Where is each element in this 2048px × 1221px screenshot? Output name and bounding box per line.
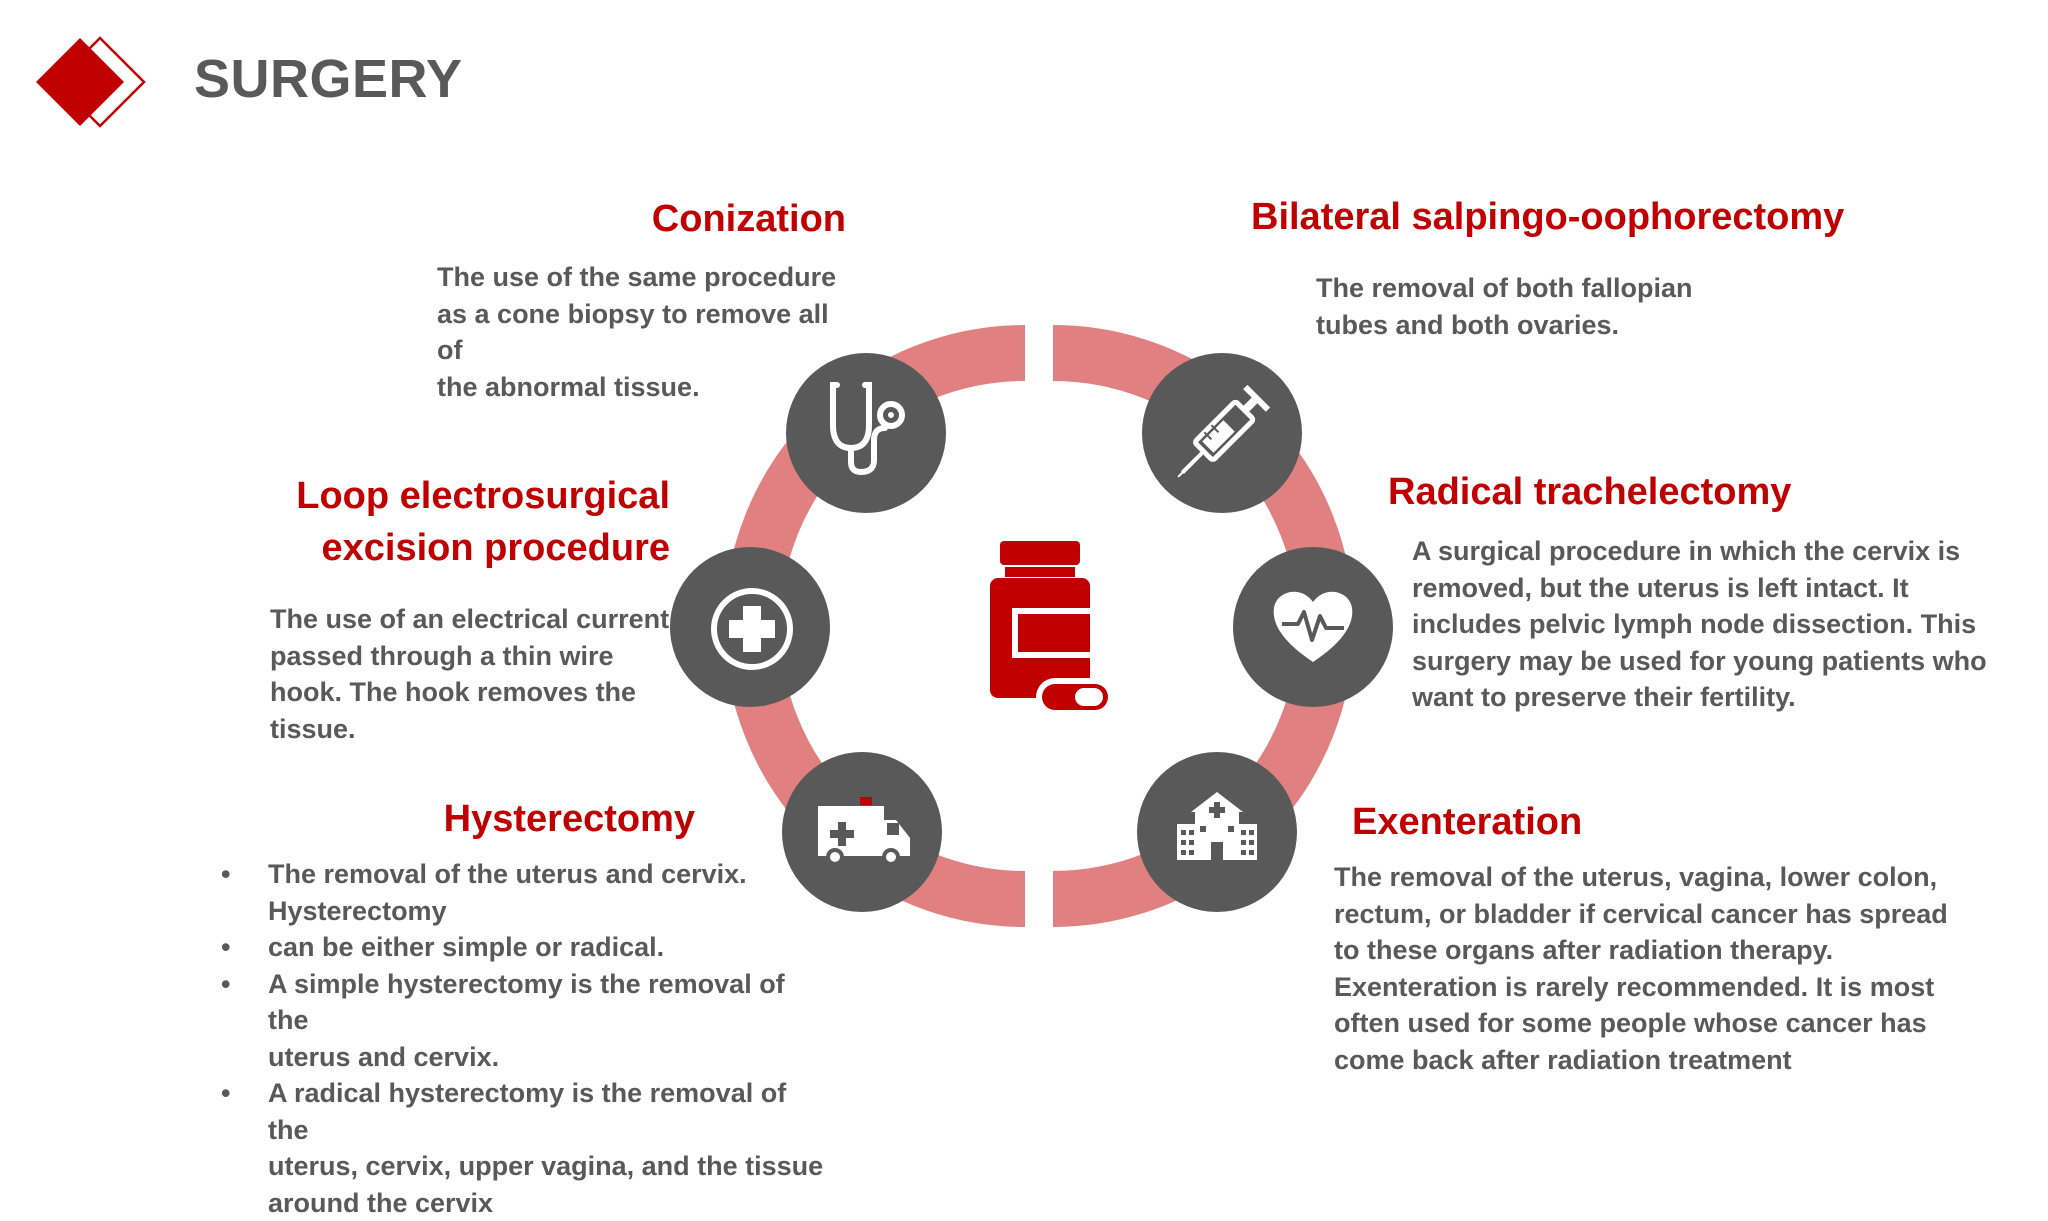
page-title: SURGERY — [194, 48, 463, 110]
exenteration-description: The removal of the uterus, vagina, lower… — [1334, 859, 1994, 1078]
list-item: A radical hysterectomy is the removal of… — [268, 1075, 828, 1221]
text-line: Exenteration is rarely recommended. It i… — [1334, 969, 1994, 1006]
text-line: The use of an electrical current — [270, 601, 680, 638]
text-line: A radical hysterectomy is the removal of… — [268, 1075, 828, 1148]
text-line: often used for some people whose cancer … — [1334, 1005, 1994, 1042]
trachelectomy-description: A surgical procedure in which the cervix… — [1412, 533, 2032, 716]
leep-description: The use of an electrical current passed … — [270, 601, 680, 747]
text-line: can be either simple or radical. — [268, 929, 828, 966]
heading-line: Loop electrosurgical — [240, 470, 670, 522]
text-line: uterus and cervix. — [268, 1039, 828, 1076]
text-line: hook. The hook removes the — [270, 674, 680, 711]
text-line: tubes and both ovaries. — [1316, 307, 1736, 344]
text-line: come back after radiation treatment — [1334, 1042, 1994, 1079]
text-line: passed through a thin wire — [270, 638, 680, 675]
text-line: the abnormal tissue. — [437, 369, 857, 406]
hysterectomy-bullets: The removal of the uterus and cervix. Hy… — [268, 856, 828, 1221]
text-line: Hysterectomy — [268, 893, 828, 930]
text-line: The use of the same procedure — [437, 259, 857, 296]
text-line: The removal of the uterus, vagina, lower… — [1334, 859, 1994, 896]
text-line: around the cervix — [268, 1185, 828, 1221]
heading-line: excision procedure — [240, 522, 670, 574]
text-line: removed, but the uterus is left intact. … — [1412, 570, 2032, 607]
conization-heading: Conization — [560, 193, 846, 245]
trachelectomy-heading: Radical trachelectomy — [1388, 466, 1908, 518]
text-line: surgery may be used for young patients w… — [1412, 643, 2032, 680]
text-line: The removal of both fallopian — [1316, 270, 1736, 307]
text-line: A surgical procedure in which the cervix… — [1412, 533, 2032, 570]
bso-heading: Bilateral salpingo-oophorectomy — [1251, 191, 1971, 243]
text-line: A simple hysterectomy is the removal of … — [268, 966, 828, 1039]
text-line: The removal of the uterus and cervix. — [268, 856, 828, 893]
list-item: can be either simple or radical. — [268, 929, 828, 966]
text-line: as a cone biopsy to remove all of — [437, 296, 857, 369]
list-item: The removal of the uterus and cervix. Hy… — [268, 856, 828, 929]
list-item: A simple hysterectomy is the removal of … — [268, 966, 828, 1076]
bso-description: The removal of both fallopian tubes and … — [1316, 270, 1736, 343]
conization-description: The use of the same procedure as a cone … — [437, 259, 857, 405]
hysterectomy-heading: Hysterectomy — [420, 793, 695, 845]
leep-heading: Loop electrosurgical excision procedure — [240, 470, 670, 574]
text-line: includes pelvic lymph node dissection. T… — [1412, 606, 2032, 643]
text-line: uterus, cervix, upper vagina, and the ti… — [268, 1148, 828, 1185]
text-line: to these organs after radiation therapy. — [1334, 932, 1994, 969]
text-line: rectum, or bladder if cervical cancer ha… — [1334, 896, 1994, 933]
medicine-bottle-icon — [990, 541, 1114, 716]
text-line: want to preserve their fertility. — [1412, 679, 2032, 716]
exenteration-heading: Exenteration — [1352, 796, 1752, 848]
text-line: tissue. — [270, 711, 680, 748]
logo-diamond-icon — [36, 38, 144, 126]
